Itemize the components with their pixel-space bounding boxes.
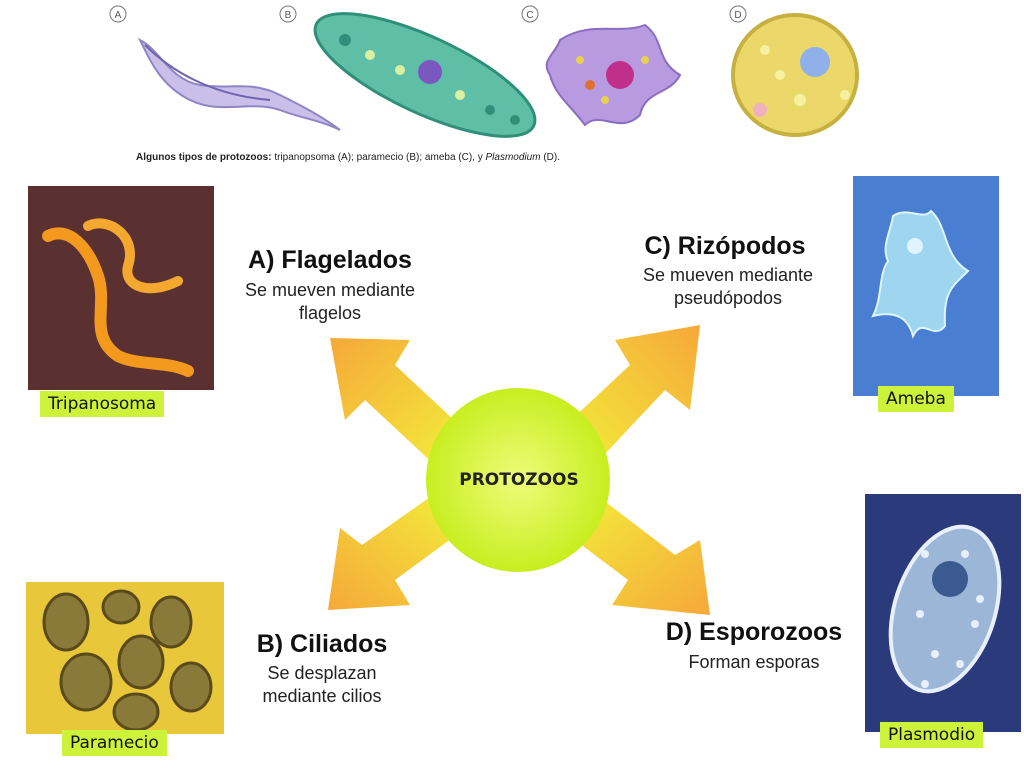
amoeba-illustration	[545, 23, 682, 127]
marker-b: B	[285, 10, 292, 21]
tripanosoma-photo	[28, 186, 214, 390]
ameba-photo	[853, 176, 999, 396]
group-title-flagelados: A) Flagelados	[248, 246, 412, 274]
arrow-ciliados	[328, 490, 470, 610]
paramecium-illustration	[313, 12, 537, 138]
marker-d: D	[734, 10, 741, 21]
protozoa-illustrations: A B C D	[109, 5, 859, 138]
plasmodium-illustration	[731, 13, 859, 137]
group-title-esporozoos: D) Esporozoos	[665, 618, 843, 646]
trypanosome-illustration	[137, 37, 341, 131]
group-title-ciliados: B) Ciliados	[256, 630, 388, 658]
protozoa-illustration-strip: A B C D	[100, 0, 890, 180]
marker-c: C	[526, 10, 533, 21]
center-label: PROTOZOOS	[459, 470, 579, 490]
protozoos-center-circle	[426, 388, 610, 572]
arrow-flagelados	[330, 338, 470, 470]
photo-label-paramecio: Paramecio	[62, 730, 167, 756]
plasmodio-photo	[865, 494, 1021, 732]
photo-label-tripanosoma: Tripanosoma	[40, 391, 165, 417]
photo-label-ameba: Ameba	[878, 386, 954, 412]
group-desc-esporozoos: Forman esporas	[688, 652, 820, 672]
marker-a: A	[115, 10, 122, 21]
top-caption: Algunos tipos de protozoos: tripanopsoma…	[136, 152, 560, 163]
photo-label-plasmodio: Plasmodio	[880, 722, 984, 748]
group-title-rizopodos: C) Rizópodos	[644, 232, 806, 260]
paramecio-photo	[26, 582, 224, 734]
